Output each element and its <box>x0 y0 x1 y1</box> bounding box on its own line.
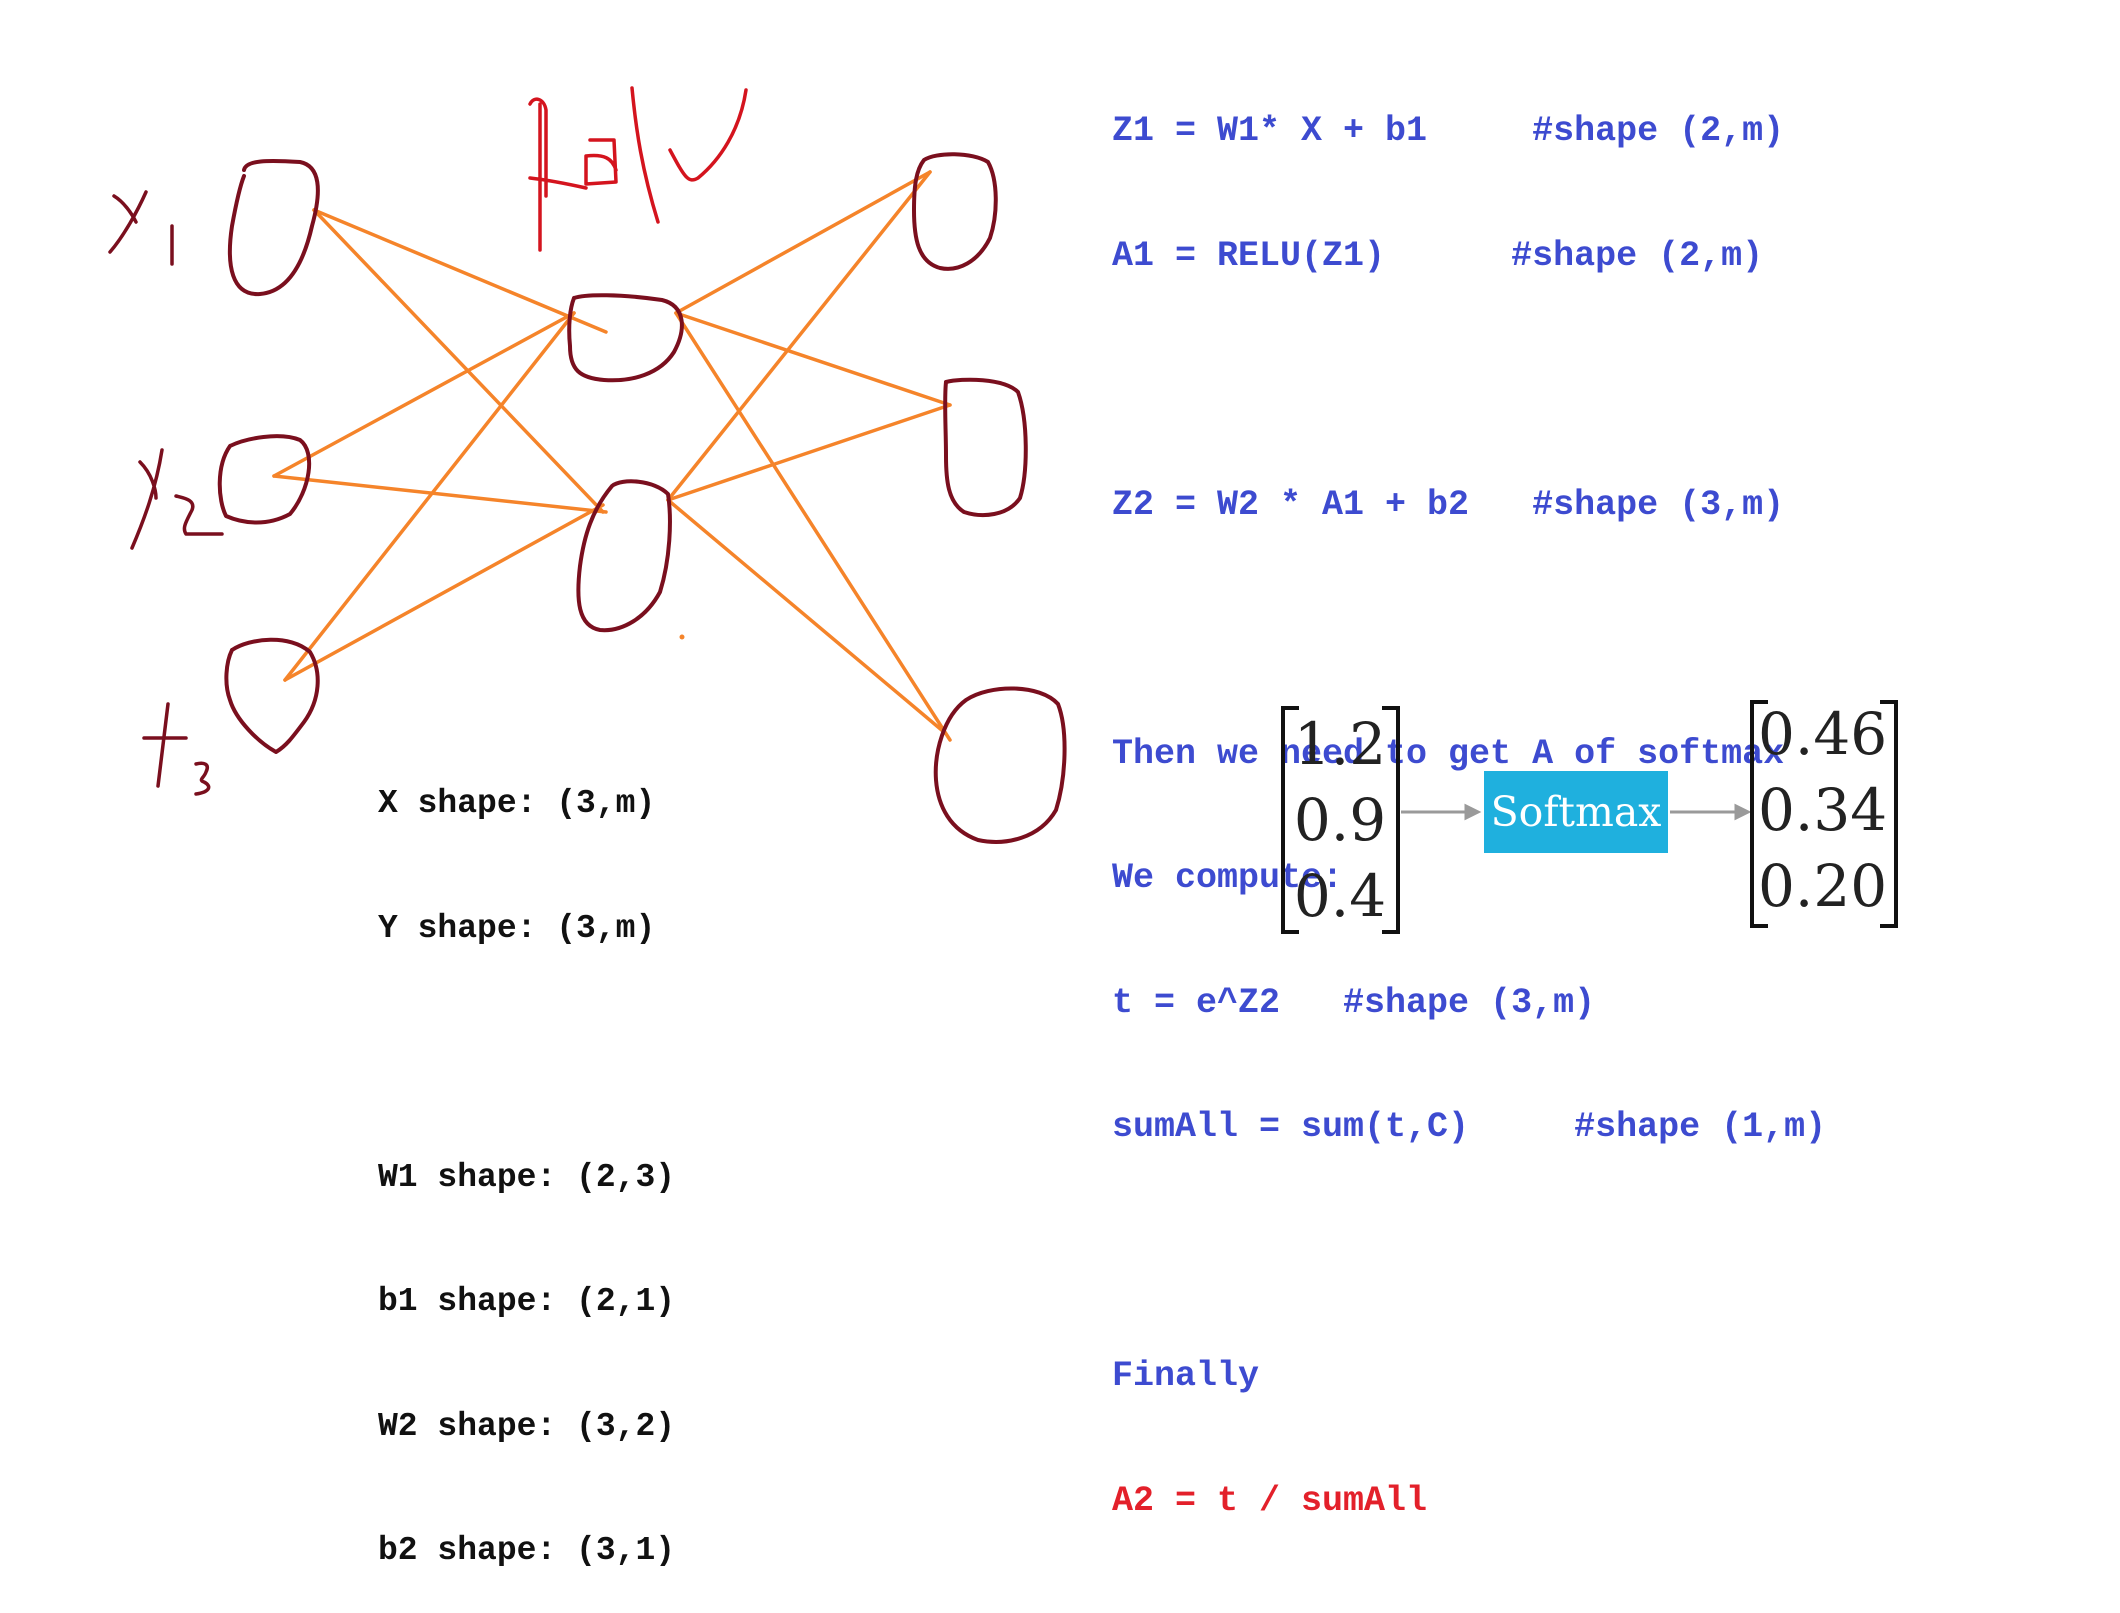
neurons <box>217 152 1067 844</box>
handwritten-labels <box>108 190 224 796</box>
code-line-blank <box>1112 360 1826 402</box>
relu-label <box>528 86 748 252</box>
code-line: We compute: <box>1112 858 1344 898</box>
input-value: 0.4 <box>1293 862 1387 930</box>
code-line-blank <box>1112 609 1826 651</box>
code-line: Z1 = W1* X + b1 #shape (2,m) <box>1112 111 1785 151</box>
label-x2 <box>130 448 224 550</box>
edge <box>674 311 952 742</box>
arrow-in-head <box>1464 803 1482 821</box>
equations-code-block: Z1 = W1* X + b1 #shape (2,m) A1 = RELU(Z… <box>1112 28 1826 1564</box>
edge <box>666 403 952 502</box>
label-x1 <box>108 190 174 266</box>
stray-dot <box>679 634 685 640</box>
edge <box>283 311 576 682</box>
input-neuron-3 <box>224 637 320 754</box>
code-line: Z2 = W2 * A1 + b2 #shape (3,m) <box>1112 484 1785 525</box>
edge <box>674 311 952 407</box>
output-vector-left-bracket <box>1750 700 1768 928</box>
input-value: 1.2 <box>1293 710 1387 778</box>
shape-line: W2 shape: (3,2) <box>378 1407 676 1445</box>
shapes-block: X shape: (3,m) Y shape: (3,m) W1 shape: … <box>378 700 675 1613</box>
softmax-box: Softmax <box>1484 771 1668 853</box>
edge <box>666 170 932 502</box>
shape-line-blank <box>378 1032 675 1074</box>
code-line: t = e^Z2 #shape (3,m) <box>1112 982 1596 1023</box>
edge <box>312 208 605 514</box>
input-vector-left-bracket <box>1281 706 1299 934</box>
code-line: Then we need to get A of softmax <box>1112 733 1785 774</box>
edge <box>312 208 608 334</box>
arrow-out-head <box>1734 803 1752 821</box>
input-vector-right-bracket <box>1382 706 1400 934</box>
shape-line: X shape: (3,m) <box>378 785 656 822</box>
output-value: 0.20 <box>1758 852 1888 920</box>
hidden-neuron-1 <box>567 293 684 383</box>
code-line: A1 = RELU(Z1) #shape (2,m) <box>1112 235 1764 276</box>
output-value: 0.46 <box>1758 700 1888 768</box>
shape-line: Y shape: (3,m) <box>378 909 656 947</box>
output-neuron-2 <box>943 377 1028 518</box>
output-value: 0.34 <box>1758 776 1888 844</box>
edge <box>666 498 946 734</box>
edges-hidden-output <box>666 170 952 742</box>
edge <box>674 170 932 315</box>
shape-line: W1 shape: (2,3) <box>378 1158 676 1196</box>
output-neuron-3 <box>933 686 1067 844</box>
edges-input-hidden <box>272 208 608 682</box>
input-value: 0.9 <box>1293 786 1387 854</box>
code-result-line: A2 = t / sumAll <box>1112 1480 1428 1521</box>
shape-line: b1 shape: (2,1) <box>378 1283 676 1320</box>
output-vector-right-bracket <box>1880 700 1898 928</box>
hidden-neuron-2 <box>576 479 672 633</box>
output-vector: 0.46 0.34 0.20 <box>1758 700 1888 920</box>
input-vector: 1.2 0.9 0.4 <box>1290 706 1390 930</box>
shape-line: b2 shape: (3,1) <box>378 1532 676 1569</box>
label-x3 <box>142 702 211 796</box>
output-neuron-1 <box>912 152 998 271</box>
edge <box>272 311 576 478</box>
code-line: Finally <box>1112 1356 1260 1396</box>
input-neuron-2 <box>217 434 312 525</box>
edge <box>272 474 608 514</box>
neural-network-diagram <box>108 86 1752 844</box>
code-line-blank <box>1112 1232 1826 1274</box>
code-line: sumAll = sum(t,C) #shape (1,m) <box>1112 1107 1827 1147</box>
edge <box>283 503 605 682</box>
softmax-arrows <box>1401 803 1752 821</box>
input-neuron-1 <box>227 158 320 297</box>
